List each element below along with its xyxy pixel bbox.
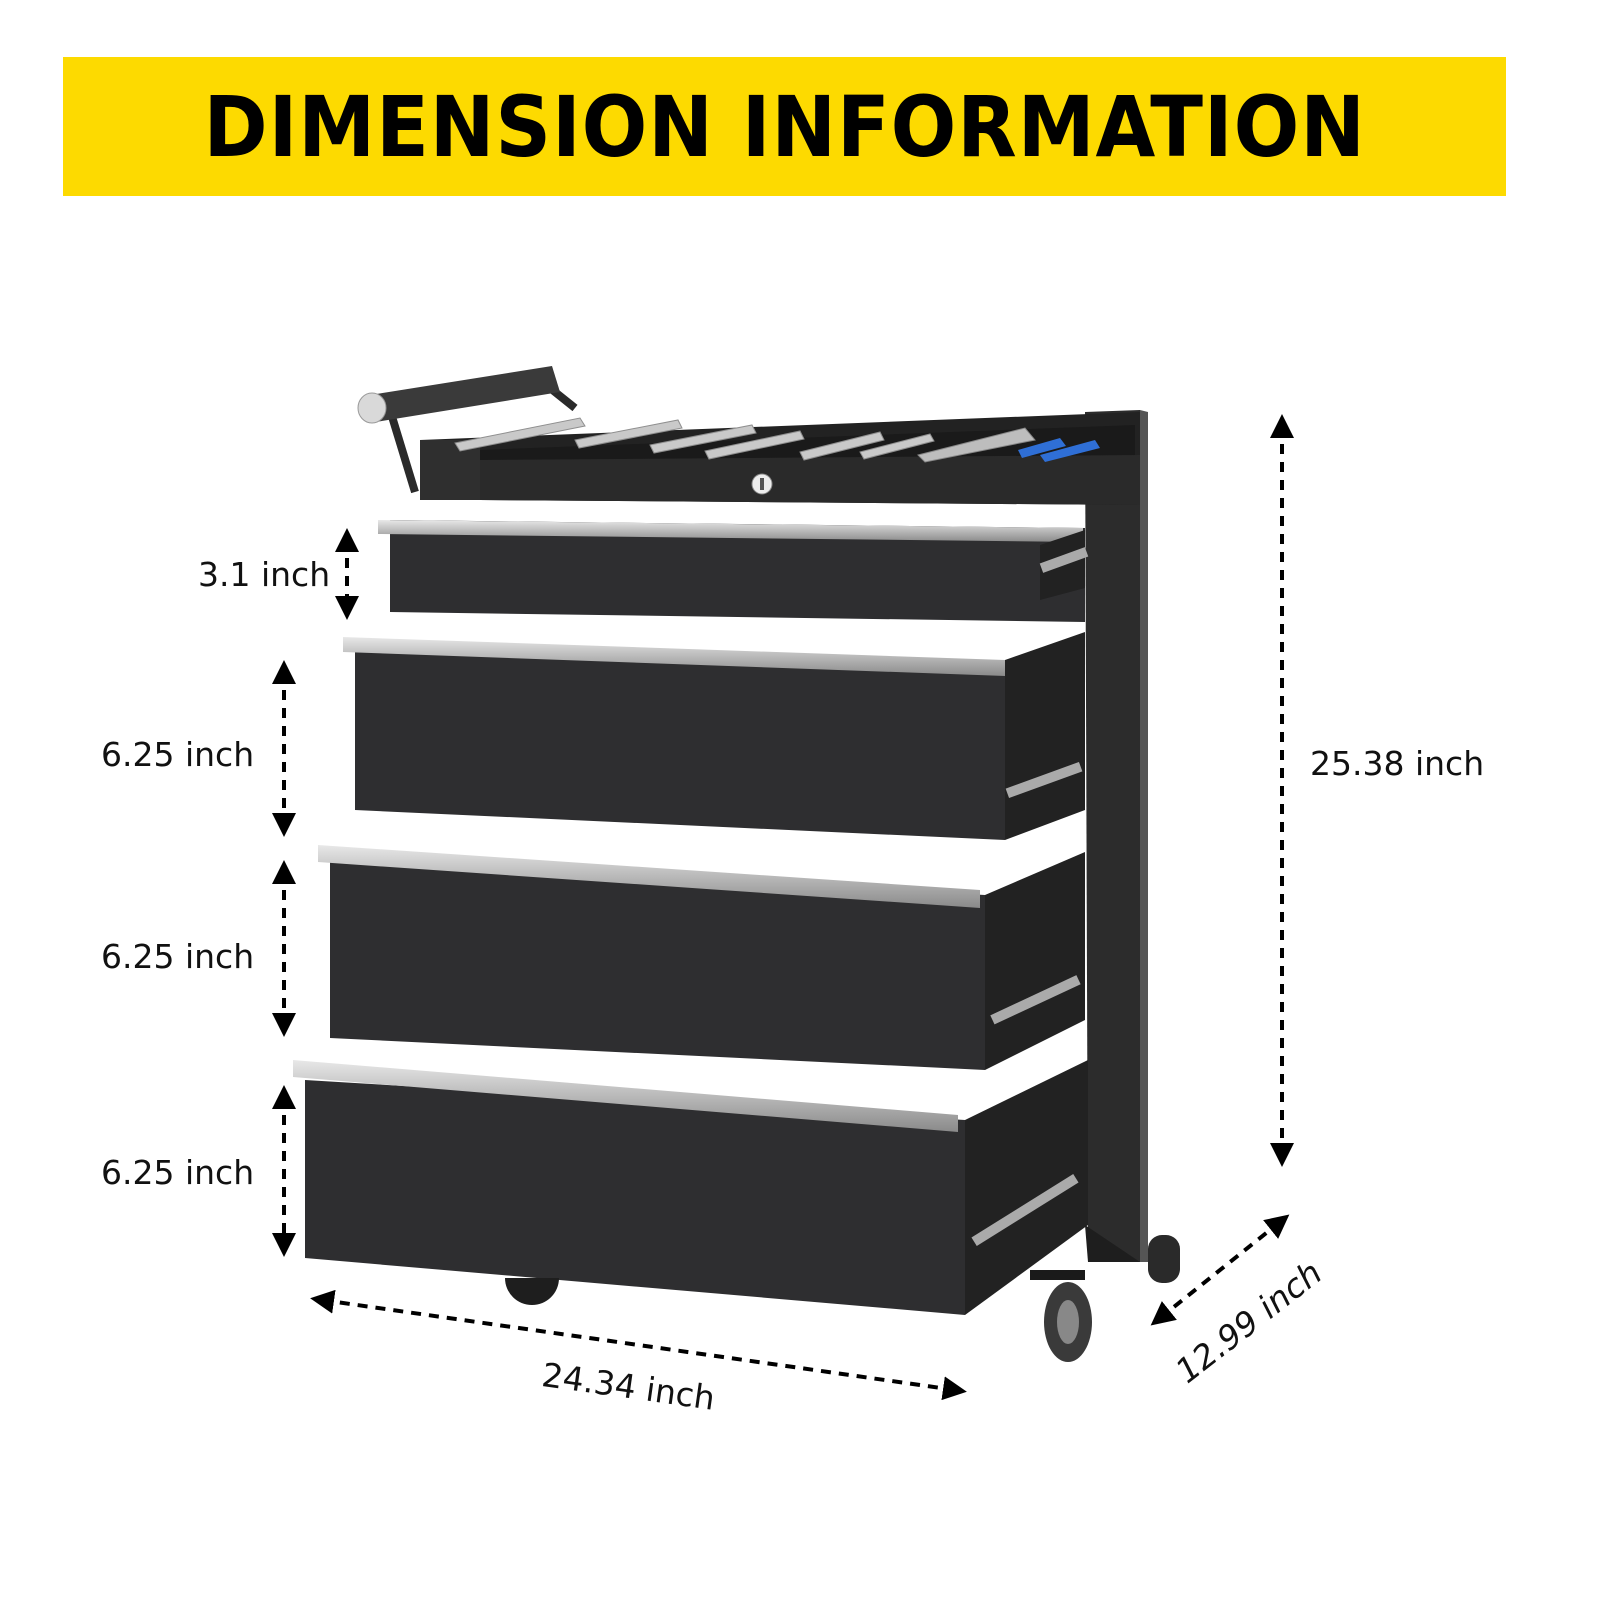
drawer-slide (1039, 547, 1089, 573)
title-banner: DIMENSION INFORMATION (63, 57, 1506, 196)
drawer-slide (1005, 761, 1083, 799)
drawer-1-height-label: 3.1 inch (198, 555, 331, 594)
drawer-slide (990, 975, 1081, 1025)
caster-back-right (1148, 1235, 1180, 1283)
drawer-4-height-label: 6.25 inch (101, 1153, 255, 1192)
depth-line (1150, 1214, 1290, 1326)
adjustable-wrench (917, 427, 1036, 463)
pliers-handle-1 (1018, 438, 1066, 458)
pliers-handle-2 (1040, 440, 1100, 462)
caster-brake (1030, 1270, 1085, 1280)
total-height-label: 25.38 inch (1310, 744, 1485, 783)
caster-front-left (505, 1278, 559, 1305)
drawer-slide (971, 1173, 1079, 1247)
drawer-3 (318, 845, 1085, 1070)
drawer-2-height-label: 6.25 inch (101, 735, 255, 774)
drawer-1 (378, 520, 1089, 622)
top-tray (420, 412, 1140, 505)
drawer-4 (293, 1060, 1088, 1315)
drawer-2 (343, 632, 1085, 840)
cabinet-side-panel (1085, 410, 1140, 1262)
drawer-3-height-label: 6.25 inch (101, 937, 255, 976)
dimension-lines (272, 414, 1294, 1401)
cabinet-handle (357, 366, 578, 494)
wrench-set (454, 417, 935, 461)
banner-title: DIMENSION INFORMATION (203, 77, 1366, 176)
